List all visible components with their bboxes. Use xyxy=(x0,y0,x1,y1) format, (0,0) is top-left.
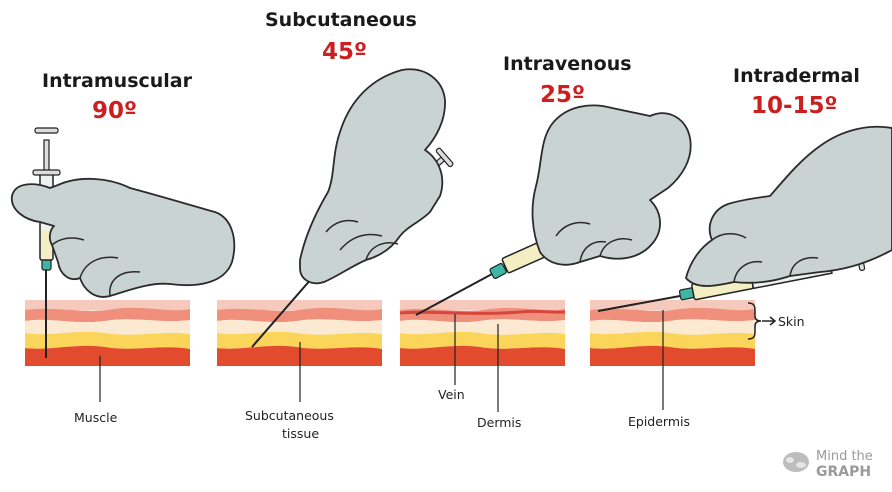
method-title-intradermal: Intradermal xyxy=(733,65,860,87)
angle-intramuscular: 90º xyxy=(92,98,137,124)
method-title-intramuscular: Intramuscular xyxy=(42,70,192,92)
label-skin: Skin xyxy=(778,314,805,329)
angle-intradermal: 10-15º xyxy=(751,93,838,119)
label-dermis: Dermis xyxy=(477,415,521,430)
logo-text-line1: Mind the xyxy=(816,449,873,464)
tissue-block-intramuscular xyxy=(25,300,190,366)
angle-intravenous: 25º xyxy=(540,82,585,108)
label-subcutaneous-tissue-line2: tissue xyxy=(282,426,319,441)
logo-text-line2: GRAPH xyxy=(816,465,871,480)
tissue-block-intradermal xyxy=(590,300,755,366)
label-vein: Vein xyxy=(438,387,465,402)
method-title-intravenous: Intravenous xyxy=(503,53,632,75)
glove-hand-subcutaneous xyxy=(300,69,445,283)
glove-hand-intradermal xyxy=(686,127,892,286)
logo-icon xyxy=(783,452,809,472)
method-title-subcutaneous: Subcutaneous xyxy=(265,9,417,31)
angle-subcutaneous: 45º xyxy=(322,39,367,65)
label-subcutaneous-tissue-line1: Subcutaneous xyxy=(245,408,334,423)
label-epidermis: Epidermis xyxy=(628,414,690,429)
label-muscle: Muscle xyxy=(74,410,117,425)
